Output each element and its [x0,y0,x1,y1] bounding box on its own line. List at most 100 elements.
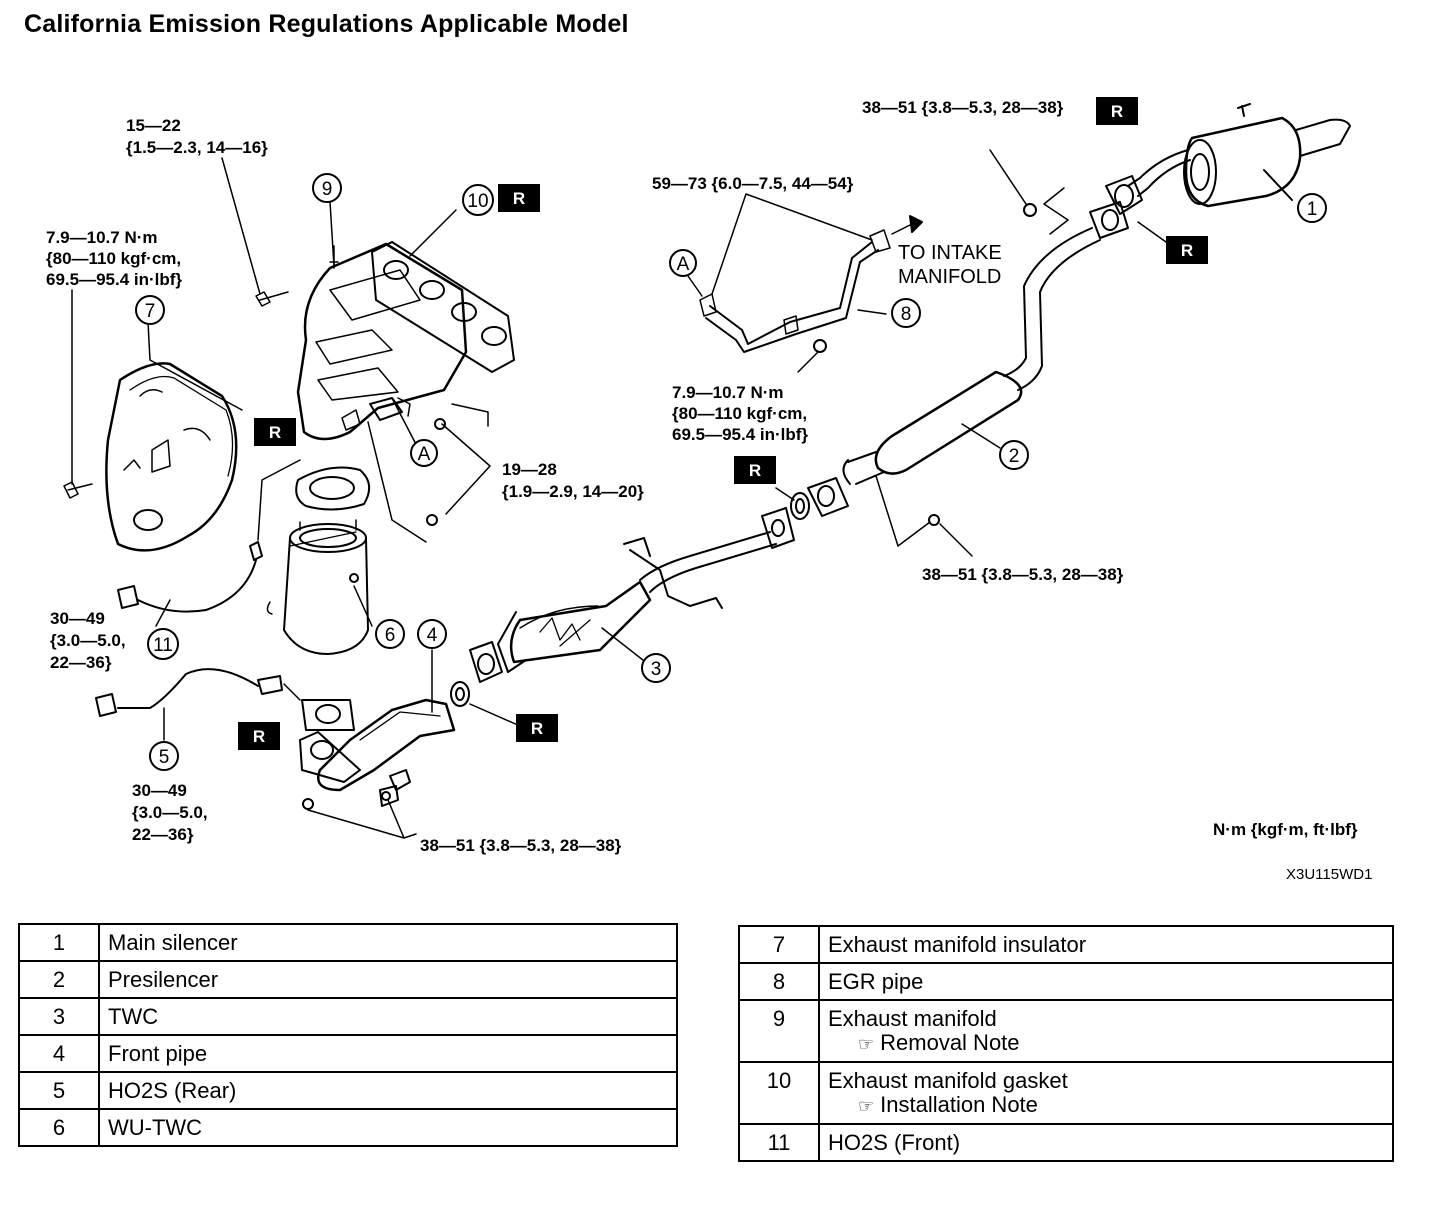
svg-text:11: 11 [153,635,173,656]
svg-text:22—36}: 22—36} [132,825,194,844]
svg-text:R: R [1181,241,1193,260]
connector-a-manifold: A [410,439,438,467]
wu-twc-part [266,519,373,655]
svg-text:7: 7 [145,301,156,322]
callout-9: 9 [312,173,342,203]
svg-text:R: R [531,719,543,738]
svg-text:3: 3 [651,659,662,680]
units-note: N·m {kgf·m, ft·lbf} [1213,820,1358,839]
svg-text:R: R [253,727,265,746]
exhaust-system-diagram: 1 2 3 4 5 6 7 8 9 10 11 A [46,97,1351,855]
svg-text:69.5—95.4 in·lbf}: 69.5—95.4 in·lbf} [672,425,808,444]
callout-2: 2 [999,440,1029,470]
callout-10: 10 [462,184,494,216]
replace-badge-twc-gasket: R [516,714,558,742]
torque-59-73: 59—73 {6.0—7.5, 44—54} [652,174,854,193]
rear-flange-part [989,149,1167,243]
table-row: 9 Exhaust manifold ☞Removal Note [738,999,1394,1063]
svg-text:5: 5 [159,747,170,768]
callout-3: 3 [641,653,671,683]
gasket-manifold-lower [295,466,371,511]
torque-insulator-bolt: 7.9—10.7 N·m {80—110 kgf·cm, 69.5—95.4 i… [46,228,182,289]
svg-text:R: R [513,189,525,208]
svg-text:9: 9 [322,179,333,200]
replace-badge-muffler-nut: R [1096,97,1138,125]
callout-11: 11 [147,628,179,660]
svg-text:10: 10 [467,191,488,212]
torque-15-22: 15—22 {1.5—2.3, 14—16} [126,116,268,157]
callout-5: 5 [149,741,179,771]
removal-note-link[interactable]: Removal Note [880,1030,1020,1055]
svg-text:R: R [1111,102,1123,121]
svg-text:7.9—10.7 N·m: 7.9—10.7 N·m [672,383,784,402]
replace-badge-mid-gasket: R [734,456,776,484]
removal-note-ref[interactable]: ☞Removal Note [828,1031,1384,1056]
svg-text:69.5—95.4 in·lbf}: 69.5—95.4 in·lbf} [46,270,182,289]
svg-text:{80—110 kgf·cm,: {80—110 kgf·cm, [672,404,807,423]
svg-text:{3.0—5.0,: {3.0—5.0, [132,803,208,822]
front-pipe-part [299,649,456,807]
callout-8: 8 [891,298,921,328]
installation-note-ref[interactable]: ☞Installation Note [828,1093,1384,1118]
part-name: Exhaust manifold gasket [828,1068,1068,1093]
svg-text:{1.5—2.3, 14—16}: {1.5—2.3, 14—16} [126,138,268,157]
svg-text:30—49: 30—49 [50,609,105,628]
svg-text:7.9—10.7 N·m: 7.9—10.7 N·m [46,228,158,247]
replace-badge-front-gasket: R [238,722,280,750]
part-name: Exhaust manifold [828,1006,997,1031]
svg-text:R: R [749,461,761,480]
to-intake-manifold-label: TO INTAKE MANIFOLD [898,242,1002,288]
replace-badge-rear-flange: R [1166,236,1208,264]
installation-note-link[interactable]: Installation Note [880,1092,1038,1117]
hand-pointer-icon: ☞ [858,1096,875,1116]
svg-text:{1.9—2.9, 14—20}: {1.9—2.9, 14—20} [502,482,644,501]
gasket-front [301,699,355,731]
ho2s-rear-part [95,668,301,717]
replace-badge-gasket-10: R [498,184,540,212]
svg-text:{3.0—5.0,: {3.0—5.0, [50,631,126,650]
main-silencer-part [1127,103,1351,208]
table-row: 10 Exhaust manifold gasket ☞Installation… [738,1061,1394,1125]
manifold-insulator-part [105,362,238,552]
intermediate-pipe [623,507,795,609]
hand-pointer-icon: ☞ [858,1034,875,1054]
svg-text:19—28: 19—28 [502,460,557,479]
torque-19-28: 19—28 {1.9—2.9, 14—20} [502,460,644,501]
callout-4: 4 [417,619,447,649]
svg-text:TO INTAKE: TO INTAKE [898,242,1002,264]
callout-7: 7 [135,295,165,325]
svg-text:8: 8 [901,304,912,325]
exhaust-manifold-part [296,242,468,441]
torque-ho2s-rear: 30—49 {3.0—5.0, 22—36} [132,781,208,844]
svg-text:{80—110 kgf·cm,: {80—110 kgf·cm, [46,249,181,268]
torque-38-51-muffler: 38—51 {3.8—5.3, 28—38} [862,98,1064,117]
svg-text:MANIFOLD: MANIFOLD [898,266,1001,288]
svg-text:15—22: 15—22 [126,116,181,135]
svg-text:2: 2 [1009,446,1020,467]
torque-38-51-presilencer: 38—51 {3.8—5.3, 28—38} [922,565,1124,584]
gasket-twc [450,681,521,727]
replace-badge-upper-gasket: R [254,418,296,446]
gasket-mid [775,487,810,520]
torque-egr-bracket: 7.9—10.7 N·m {80—110 kgf·cm, 69.5—95.4 i… [672,383,808,444]
svg-text:6: 6 [385,625,396,646]
twc-part [469,580,652,683]
svg-text:A: A [677,254,690,275]
page-title: California Emission Regulations Applicab… [24,10,629,38]
ho2s-front-part [117,459,301,613]
svg-text:1: 1 [1307,199,1318,220]
svg-text:A: A [418,444,431,465]
manifold-gasket-part [371,241,515,373]
svg-text:30—49: 30—49 [132,781,187,800]
egr-pipe-part [699,229,891,373]
